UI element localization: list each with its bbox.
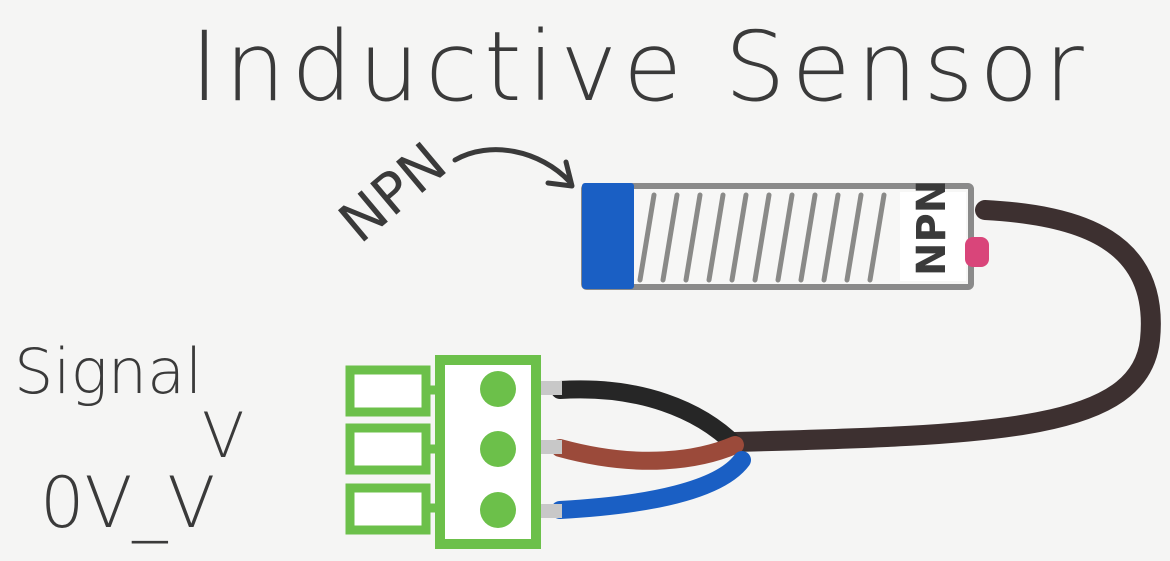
coil-winding [844,192,864,283]
connector-pin-signal [480,371,516,407]
sensor-coil [637,192,887,283]
coil-winding [821,192,841,283]
coil-winding [637,192,657,283]
coil-winding [729,192,749,283]
coil-winding [683,192,703,283]
arrow-head-icon [545,159,575,189]
coil-winding [798,192,818,283]
npn-callout: NPN [327,130,575,256]
coil-winding [706,192,726,283]
pin-label-ground: 0V_V [40,462,215,544]
ferrule-signal [538,381,562,395]
ferrule-ground [538,504,562,518]
coil-winding [867,192,887,283]
coil-winding [752,192,772,283]
pin-label-signal: Signal [14,335,202,408]
sensor-label-panel [900,192,966,281]
wire-brown [551,436,744,470]
coil-winding [775,192,795,283]
coil-winding [660,192,680,283]
curved-arrow [452,147,573,185]
sensor-sensing-face [582,183,634,289]
connector-tab-3 [345,483,440,535]
wire-black [551,380,744,454]
connector-pin-vplus [480,431,516,467]
pin-label-vplus: V [202,399,244,472]
sensor-body: NPN [581,180,989,290]
connector-tab-2 [345,423,440,475]
wire-blue [551,451,751,519]
npn-arrow-label: NPN [327,130,459,255]
diagram-title: Inductive Sensor [190,11,1089,123]
connector-tab-1 [345,365,440,417]
sensor-cable [725,200,1161,452]
ferrule-vplus [538,440,562,454]
connector-pin-ground [480,492,516,528]
sensor-body-label: NPN [909,180,955,276]
status-led [965,237,989,267]
terminal-connector [345,355,541,549]
